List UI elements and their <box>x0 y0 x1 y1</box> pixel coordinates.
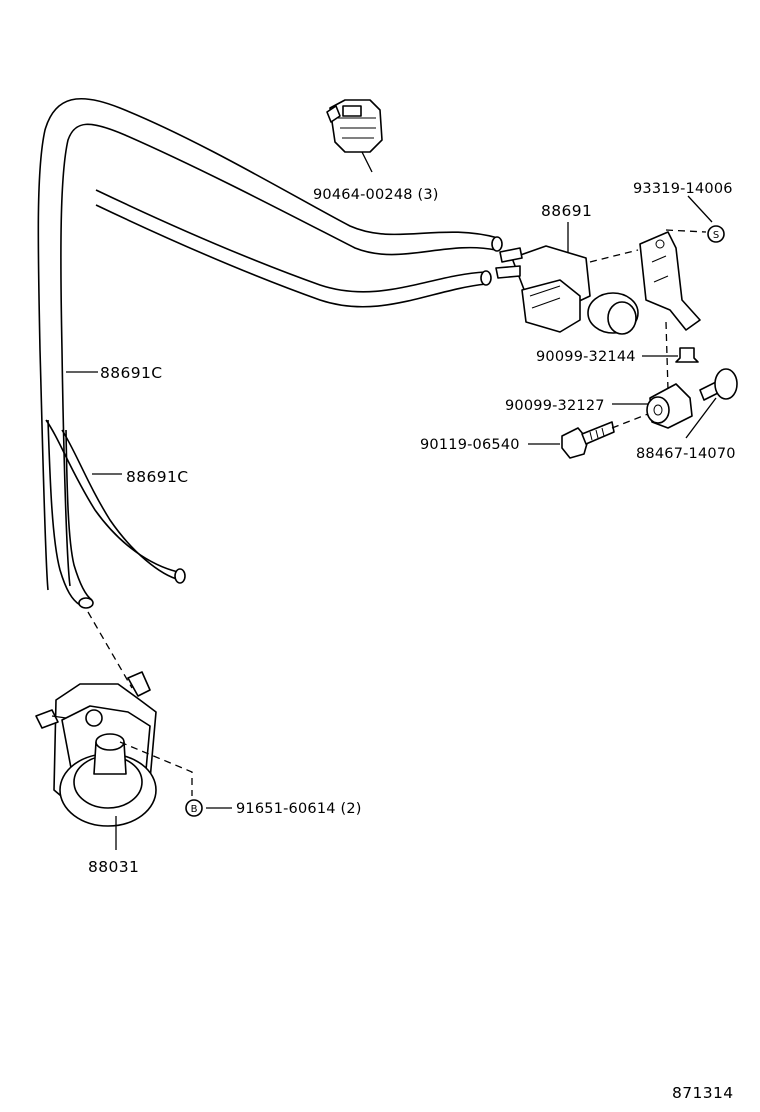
hose-main-vertical <box>47 419 94 609</box>
assembly-lines <box>87 229 707 796</box>
b-badge: B <box>185 799 203 817</box>
label-connector: 90464-00248 (3) <box>313 187 439 203</box>
leader-lines <box>66 151 717 850</box>
clip-part <box>675 347 699 363</box>
label-vsv: 88691 <box>541 202 592 220</box>
cushion-part <box>646 383 693 429</box>
bracket-part <box>639 231 701 331</box>
actuator-part <box>35 671 157 827</box>
label-bracket-screw: 93319-14006 <box>633 181 733 197</box>
label-clip: 90099-32144 <box>536 349 636 365</box>
svg-text:S: S <box>713 230 719 241</box>
figure-number: 871314 <box>672 1084 734 1102</box>
hose-to-vsv-lower <box>95 189 492 308</box>
label-collar: 88467-14070 <box>636 446 736 462</box>
hose-88691c-lower <box>45 419 186 584</box>
svg-text:B: B <box>191 804 198 815</box>
collar-part <box>699 368 738 401</box>
s-badge: S <box>707 225 725 243</box>
label-bolt: 90119-06540 <box>420 437 520 453</box>
label-hose-upper: 88691C <box>100 364 163 382</box>
vsv-part <box>495 245 639 335</box>
label-bolt-b: 91651-60614 (2) <box>236 801 362 817</box>
label-hose-lower: 88691C <box>126 468 189 486</box>
bolt-part <box>561 421 615 459</box>
label-actuator: 88031 <box>88 858 139 876</box>
label-cushion: 90099-32127 <box>505 398 605 414</box>
connector-clip-part <box>326 99 383 153</box>
hose-88691c-upper <box>37 97 503 591</box>
